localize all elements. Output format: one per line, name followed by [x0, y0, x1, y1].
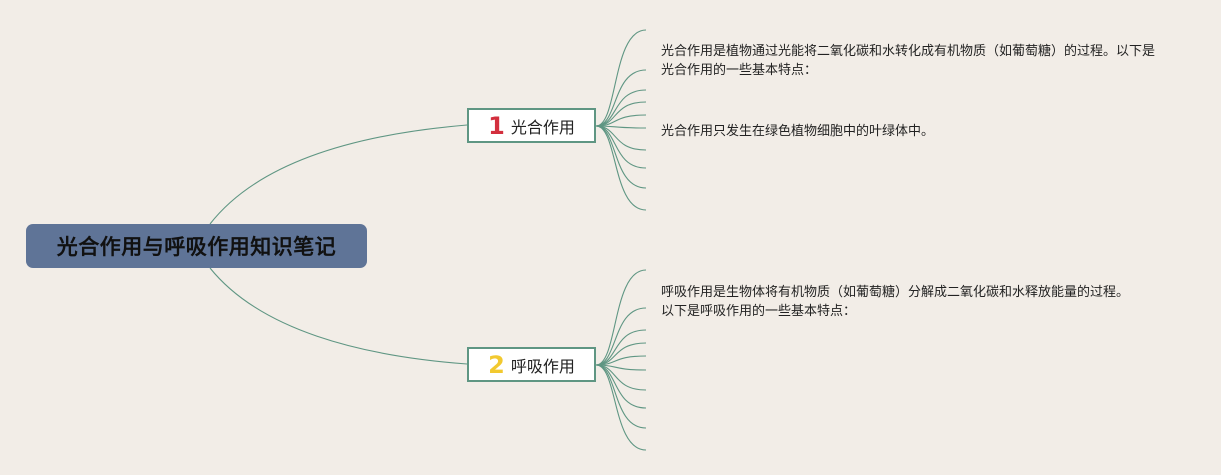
subtopic-respiration-definition[interactable]: 呼吸作用是生物体将有机物质（如葡萄糖）分解成二氧化碳和水释放能量的过程。以下是呼…	[661, 285, 1130, 319]
branch-topic-respiration-label: 呼吸作用	[510, 356, 575, 376]
branch-1-sub-connector-10	[595, 125, 647, 211]
branch-2-sub-connector-8	[595, 364, 647, 409]
subtopic-photosynthesis-chloroplast[interactable]: 光合作用只发生在绿色植物细胞中的叶绿体中。	[661, 124, 935, 139]
number-1-marker: 1	[488, 111, 505, 140]
branch-1-sub-connector-4	[595, 101, 647, 127]
root-topic-label: 光合作用与呼吸作用知识笔记	[56, 235, 337, 259]
number-2-marker: 2	[488, 350, 505, 379]
branch-topic-respiration[interactable]: 2 呼吸作用	[467, 347, 596, 382]
branch-2-sub-connector-1	[595, 269, 647, 366]
branch-2-sub-connector-10	[595, 364, 647, 451]
branch-2-sub-connector-9	[595, 364, 647, 429]
branch-1-sub-connector-1	[595, 29, 647, 127]
branch-1-sub-connector-8	[595, 125, 647, 169]
subtopic-photosynthesis-definition[interactable]: 光合作用是植物通过光能将二氧化碳和水转化成有机物质（如葡萄糖）的过程。以下是光合…	[661, 44, 1156, 78]
branch-1-sub-connector-2	[595, 69, 647, 127]
branch-1-sub-connector-9	[595, 125, 647, 189]
root-to-branch-2-connector	[209, 267, 468, 365]
branch-topic-photosynthesis-label: 光合作用	[510, 117, 575, 137]
branch-2-sub-connector-2	[595, 307, 647, 366]
root-to-branch-1-connector	[209, 124, 468, 225]
root-topic[interactable]: 光合作用与呼吸作用知识笔记	[26, 224, 367, 268]
branch-topic-photosynthesis[interactable]: 1 光合作用	[467, 108, 596, 143]
